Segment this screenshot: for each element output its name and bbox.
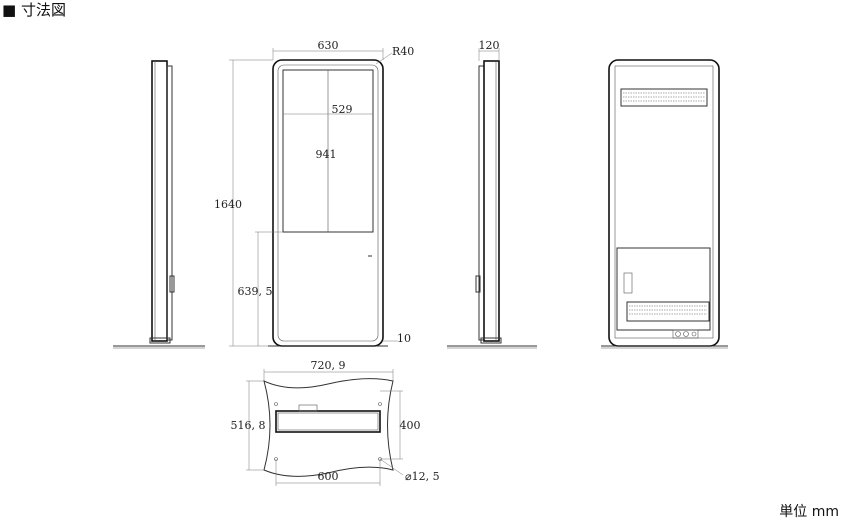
label-hole-diameter: ⌀12, 5 [405, 470, 440, 483]
diagram-title: ■ 寸法図 [2, 1, 66, 19]
front-dimension-lines [229, 48, 398, 347]
side-view-right [447, 48, 537, 349]
label-depth: 120 [479, 39, 500, 52]
label-bolt-span-y: 400 [400, 419, 421, 432]
label-total-height: 1640 [214, 198, 242, 211]
label-front-width: 630 [318, 39, 339, 52]
label-base-width: 720, 9 [311, 359, 346, 372]
front-view [268, 59, 388, 347]
label-corner-radius: R40 [392, 45, 414, 58]
label-lower-height: 639, 5 [238, 285, 273, 298]
label-screen-width: 529 [332, 103, 353, 116]
label-screen-height: 941 [316, 148, 337, 161]
label-bolt-span-x: 600 [318, 470, 339, 483]
label-base-depth: 516, 8 [231, 419, 266, 432]
rear-view [601, 59, 728, 349]
side-view-left [113, 60, 205, 349]
label-base-gap: 10 [397, 332, 411, 345]
base-top-view [246, 369, 404, 486]
unit-label: 単位 mm [779, 504, 839, 520]
